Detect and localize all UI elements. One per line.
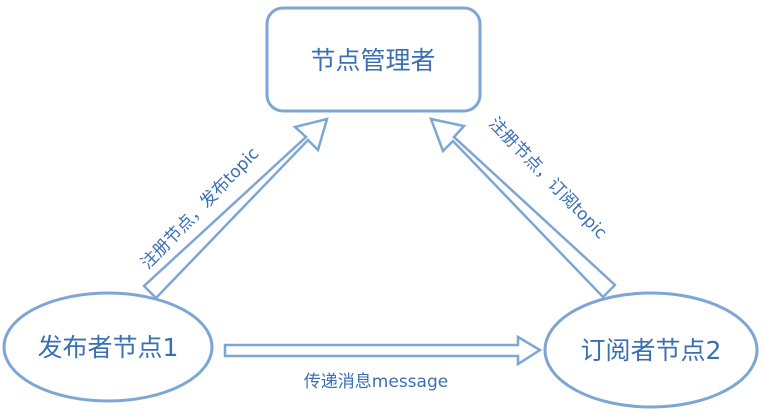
manager-node: 节点管理者 [265,6,482,113]
publisher-node-label: 发布者节点1 [38,333,179,362]
subscriber-node: 订阅者节点2 [543,291,759,409]
subscriber-node-label: 订阅者节点2 [581,336,722,365]
publisher-to-manager-arrow [142,117,329,300]
publisher-node: 发布者节点1 [2,291,214,403]
publisher-to-subscriber-arrow [223,334,543,367]
manager-node-label: 节点管理者 [310,46,435,75]
publisher-to-manager-label: 注册节点，发布topic [137,144,263,274]
publisher-to-subscriber-label: 传递消息message [304,372,448,392]
subscriber-to-manager-arrow [429,117,617,299]
